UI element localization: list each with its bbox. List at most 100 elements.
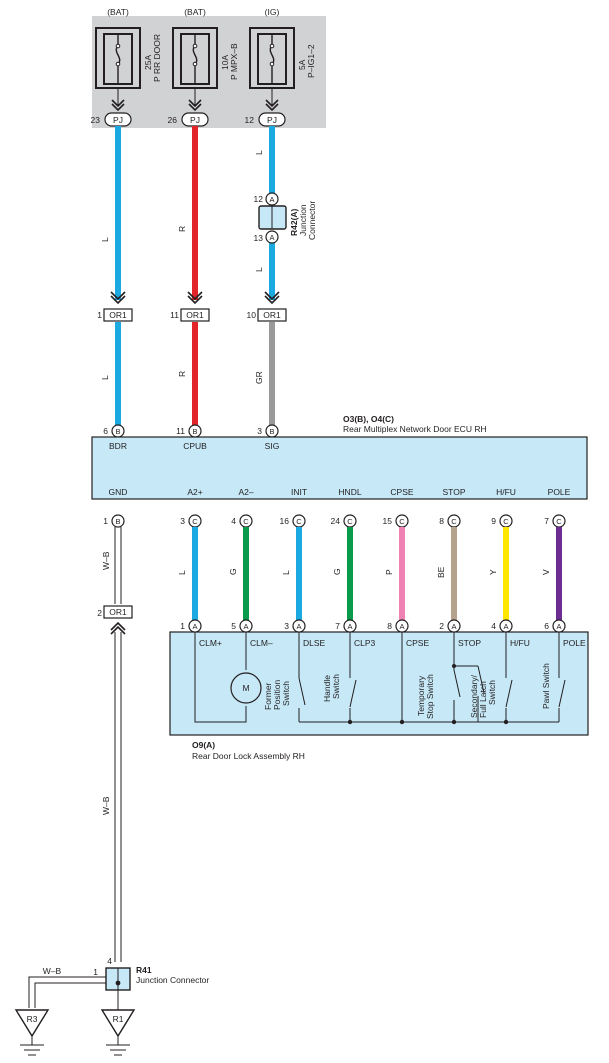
wire-color-label: GR: [254, 371, 264, 384]
former-position-switch: [298, 650, 306, 722]
connector-label: A: [347, 622, 352, 631]
connector-label: A: [296, 622, 301, 631]
ecu-desc: Rear Multiplex Network Door ECU RH: [343, 424, 487, 434]
pin-number: 4: [107, 956, 112, 966]
terminal-label: CPSE: [406, 638, 429, 648]
terminal-label: A2–: [238, 487, 253, 497]
terminal-label: H/FU: [496, 487, 516, 497]
pin-number: 1: [93, 967, 98, 977]
pin-number: 12: [254, 194, 264, 204]
connector-label: OR1: [109, 607, 127, 617]
wire-color-label: Y: [488, 569, 498, 575]
switch-label: Stop Switch: [425, 674, 435, 719]
ecu-top-pins: 6 B 11 B 3 B: [103, 424, 279, 438]
switch-label: Position: [272, 679, 282, 710]
switch-label: Switch: [331, 674, 341, 699]
pin-number: 2: [97, 608, 102, 618]
connector-label: B: [269, 427, 274, 436]
fuse-name: P MPX–B: [229, 43, 239, 80]
fuse-name: P RR DOOR: [152, 34, 162, 82]
ecu-terminal-labels: BDR CPUB SIG: [109, 441, 279, 451]
connector-label: C: [556, 517, 562, 526]
pin-number: 13: [254, 233, 264, 243]
lock-desc: Rear Door Lock Assembly RH: [192, 751, 305, 761]
lower-wires: [192, 527, 562, 620]
wire-color-label: W–B: [101, 551, 111, 570]
wire-color-label: R: [177, 226, 187, 232]
ground-label: R1: [113, 1014, 124, 1024]
pawl-switch: Pawl Switch: [541, 650, 566, 722]
terminal-label: H/FU: [510, 638, 530, 648]
lock-internal-circuit: M Former Position Switch Handle Switch T: [194, 650, 566, 725]
wire-color-label: L: [100, 237, 110, 242]
ground-label: R3: [27, 1014, 38, 1024]
pin-number: 16: [280, 516, 290, 526]
switch-label: Temporary: [416, 675, 426, 716]
wire-color-label: W–B: [43, 966, 62, 976]
terminal-label: CPUB: [183, 441, 207, 451]
junction-name: R42(A): [289, 208, 299, 236]
or1-connectors-upper: 1 OR1 11 OR1 10 OR1: [97, 291, 287, 322]
connector-label: C: [347, 517, 353, 526]
pin-number: 2: [439, 621, 444, 631]
switch-label: Switch: [487, 680, 497, 705]
handle-switch: Handle Switch: [322, 650, 357, 722]
switch-label: Pawl Switch: [541, 663, 551, 709]
wire-color-label: W–B: [101, 796, 111, 815]
terminal-label: GND: [109, 487, 128, 497]
connector-label: A: [451, 622, 456, 631]
ground-wire-wb: W–B 2 OR1 W–B: [97, 527, 133, 962]
connector-label: B: [192, 427, 197, 436]
connector-label: A: [399, 622, 404, 631]
connector-label: A: [269, 195, 274, 204]
pin-number: 5: [231, 621, 236, 631]
connector-label: OR1: [186, 310, 204, 320]
terminal-label: SIG: [265, 441, 280, 451]
junction-connector-r41: 4 1 R41 Junction Connector: [93, 956, 209, 1010]
fuse-p-ig1-2: (IG) 5A P–IG1–2: [249, 7, 316, 112]
pin-connector: [111, 514, 125, 528]
pin-number: 1: [97, 310, 102, 320]
pin-number: 11: [176, 426, 185, 436]
pj-connectors: 23 PJ 26 PJ 12 PJ: [91, 112, 286, 127]
pin-number: 7: [335, 621, 340, 631]
terminal-label: CLP3: [354, 638, 376, 648]
connector-label: A: [556, 622, 561, 631]
ground-r1: R1: [100, 1009, 136, 1056]
wire-color-label: R: [177, 371, 187, 377]
pin-number: 1: [103, 516, 108, 526]
motor-label: M: [242, 683, 249, 693]
pin-number: 4: [491, 621, 496, 631]
terminal-label: STOP: [458, 638, 481, 648]
connector-label: C: [243, 517, 249, 526]
connector-label: A: [269, 233, 274, 242]
wire-color-label: L: [281, 570, 291, 575]
junction-desc: Junction Connector: [136, 975, 209, 985]
secondary-full-latch-switch: Secondary/ Full Latch Switch: [452, 664, 497, 722]
switch-label: Former: [263, 682, 273, 710]
wire-color-label: V: [541, 569, 551, 575]
terminal-label: CPSE: [390, 487, 413, 497]
ecu-body: [91, 436, 588, 500]
terminal-label: POLE: [563, 638, 586, 648]
fuse-p-mpx-b: (BAT) 10A P MPX–B: [172, 7, 239, 112]
terminal-label: BDR: [109, 441, 127, 451]
connector-label: PJ: [190, 115, 200, 125]
pin-number: 4: [231, 516, 236, 526]
pin-number: 6: [544, 621, 549, 631]
ground-r3: R3: [14, 1009, 50, 1056]
hfu-switch: [505, 650, 513, 722]
fuse-source: (IG): [265, 7, 280, 17]
pin-number: 24: [331, 516, 341, 526]
terminal-label: STOP: [443, 487, 466, 497]
ground-wire-r3: W–B: [28, 966, 106, 1008]
wire-color-label: P: [384, 569, 394, 575]
pin-number: 9: [491, 516, 496, 526]
junction-desc: Connector: [307, 201, 317, 240]
connector-label: A: [503, 622, 508, 631]
connector-label: A: [192, 622, 197, 631]
